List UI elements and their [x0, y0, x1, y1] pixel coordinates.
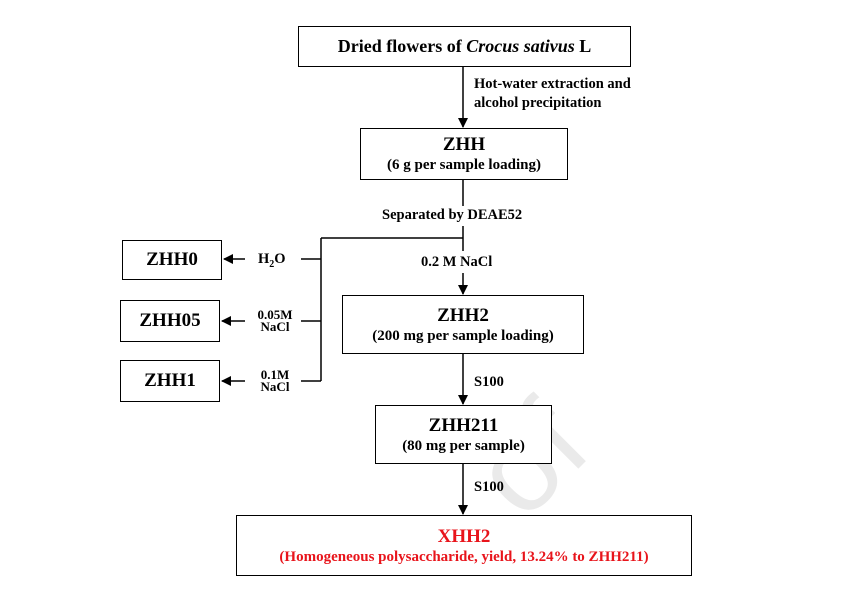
label-nacl-02: 0.2 M NaCl [421, 254, 493, 270]
node-zhh211: ZHH211 (80 mg per sample) [375, 405, 552, 464]
zhh211-subtitle: (80 mg per sample) [402, 438, 525, 454]
node-zhh0: ZHH0 [122, 240, 222, 280]
label-h2o: H2O [258, 251, 286, 273]
node-zhh2: ZHH2 (200 mg per sample loading) [342, 295, 584, 354]
zhh211-title: ZHH211 [428, 415, 499, 436]
zhh-title: ZHH [442, 134, 486, 155]
source-species: Crocus sativus [466, 36, 575, 56]
label-nacl-005-bottom: NaCl [260, 319, 290, 334]
label-deae: Separated by DEAE52 [382, 207, 523, 223]
node-zhh05: ZHH05 [120, 300, 220, 342]
zhh2-subtitle: (200 mg per sample loading) [372, 328, 554, 344]
label-nacl-01-bottom: NaCl [260, 379, 290, 394]
zhh-subtitle: (6 g per sample loading) [387, 157, 541, 173]
zhh2-title: ZHH2 [437, 305, 489, 326]
source-prefix: Dried flowers of [337, 36, 467, 56]
zhh05-title: ZHH05 [139, 310, 201, 331]
label-extraction-line2: alcohol precipitation [474, 95, 602, 111]
label-h2o-h: H [258, 251, 270, 267]
label-h2o-subscript: 2 [269, 258, 275, 270]
label-s100-first: S100 [474, 374, 504, 390]
zhh1-title: ZHH1 [144, 370, 196, 391]
xhh2-title: XHH2 [437, 526, 491, 547]
node-xhh2: XHH2 (Homogeneous polysaccharide, yield,… [236, 515, 692, 576]
xhh2-subtitle: (Homogeneous polysaccharide, yield, 13.2… [279, 549, 649, 565]
label-nacl-01: 0.1M NaCl [251, 367, 299, 394]
label-s100-second: S100 [474, 479, 504, 495]
label-extraction: Hot-water extraction and alcohol precipi… [474, 76, 631, 112]
label-nacl-01-top: 0.1M [260, 367, 290, 382]
label-extraction-line1: Hot-water extraction and [474, 76, 631, 92]
node-zhh: ZHH (6 g per sample loading) [360, 128, 568, 180]
node-zhh1: ZHH1 [120, 360, 220, 402]
source-suffix: L [574, 36, 592, 56]
label-nacl-005: 0.05M NaCl [251, 307, 299, 334]
label-nacl-005-top: 0.05M [257, 307, 293, 322]
label-h2o-o: O [274, 251, 286, 267]
zhh0-title: ZHH0 [146, 249, 198, 270]
node-source: Dried flowers of Crocus sativus L [298, 26, 631, 67]
